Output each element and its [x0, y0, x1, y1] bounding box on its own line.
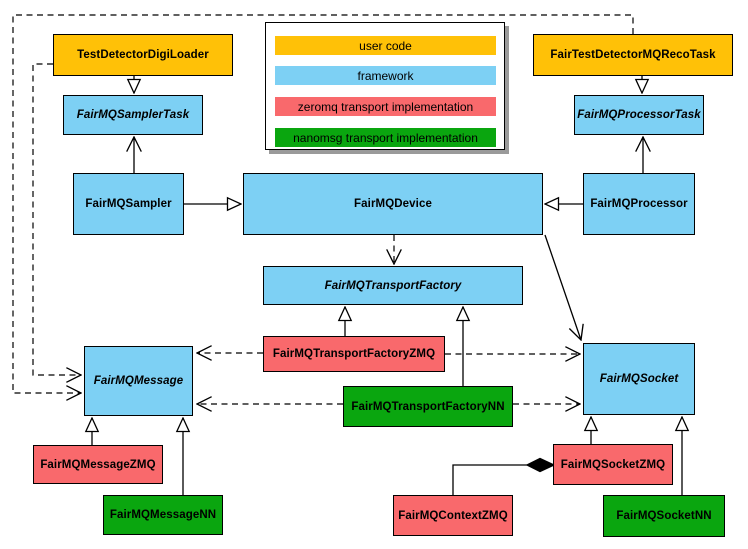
class-box-fairmqsocketzmq: FairMQSocketZMQ [553, 444, 673, 485]
class-label: FairMQMessage [93, 375, 184, 387]
class-label: FairMQSamplerTask [76, 109, 190, 121]
class-label: FairMQProcessorTask [577, 109, 701, 121]
class-box-fairmqmessagenn: FairMQMessageNN [103, 495, 223, 535]
edge-composition-contextzmq-socketzmq [452, 464, 527, 495]
legend-item-nanomsg: nanomsg transport implementation [275, 128, 496, 147]
class-label: FairMQTransportFactoryZMQ [272, 348, 436, 360]
legend-label: user code [359, 38, 412, 53]
edge-dependency-recotask-message [12, 14, 634, 393]
legend: user code framework zeromq transport imp… [265, 22, 505, 150]
legend-label: nanomsg transport implementation [293, 130, 478, 145]
class-box-testdetectordigiloader: TestDetectorDigiLoader [53, 34, 233, 76]
class-box-fairmqsocketnn: FairMQSocketNN [603, 495, 725, 537]
class-label: FairMQSocket [599, 373, 679, 385]
class-label: FairMQContextZMQ [398, 509, 508, 522]
class-box-fairmqprocessortask: FairMQProcessorTask [574, 95, 704, 135]
class-label: FairMQMessageZMQ [40, 458, 156, 471]
class-label: FairMQProcessor [590, 198, 688, 210]
edge-association-device-socket [544, 234, 581, 340]
class-box-fairmqtransportfactory: FairMQTransportFactory [263, 266, 523, 305]
class-box-fairmqtransportfactoryzmq: FairMQTransportFactoryZMQ [263, 336, 445, 372]
class-label: FairMQTransportFactoryNN [351, 400, 505, 413]
class-label: FairMQMessageNN [109, 509, 217, 521]
class-box-fairmqmessagezmq: FairMQMessageZMQ [33, 445, 163, 484]
legend-item-user-code: user code [275, 36, 496, 55]
class-box-fairmqmessage: FairMQMessage [84, 346, 193, 416]
class-label: FairMQSampler [85, 198, 172, 210]
class-box-fairmqsamplertask: FairMQSamplerTask [63, 95, 203, 135]
legend-item-zeromq: zeromq transport implementation [275, 97, 496, 116]
legend-label: framework [357, 68, 414, 83]
class-label: FairTestDetectorMQRecoTask [550, 49, 716, 61]
class-box-fairmqdevice: FairMQDevice [243, 173, 543, 235]
class-box-fairmqsampler: FairMQSampler [73, 173, 184, 235]
composition-diamond [525, 457, 556, 473]
class-label: FairMQTransportFactory [324, 279, 462, 292]
legend-label: zeromq transport implementation [297, 99, 474, 114]
class-label: FairMQSocketNN [616, 510, 712, 522]
class-label: TestDetectorDigiLoader [77, 49, 209, 61]
legend-item-framework: framework [275, 66, 496, 85]
class-label: FairMQDevice [354, 198, 432, 210]
class-box-fairmqprocessor: FairMQProcessor [583, 173, 695, 235]
class-box-fairtestdetectormqrecotask: FairTestDetectorMQRecoTask [533, 34, 733, 76]
class-box-fairmqcontextzmq: FairMQContextZMQ [393, 495, 513, 536]
class-box-fairmqtransportfactorynn: FairMQTransportFactoryNN [343, 386, 513, 427]
class-box-fairmqsocket: FairMQSocket [583, 343, 695, 415]
class-label: FairMQSocketZMQ [560, 458, 666, 471]
